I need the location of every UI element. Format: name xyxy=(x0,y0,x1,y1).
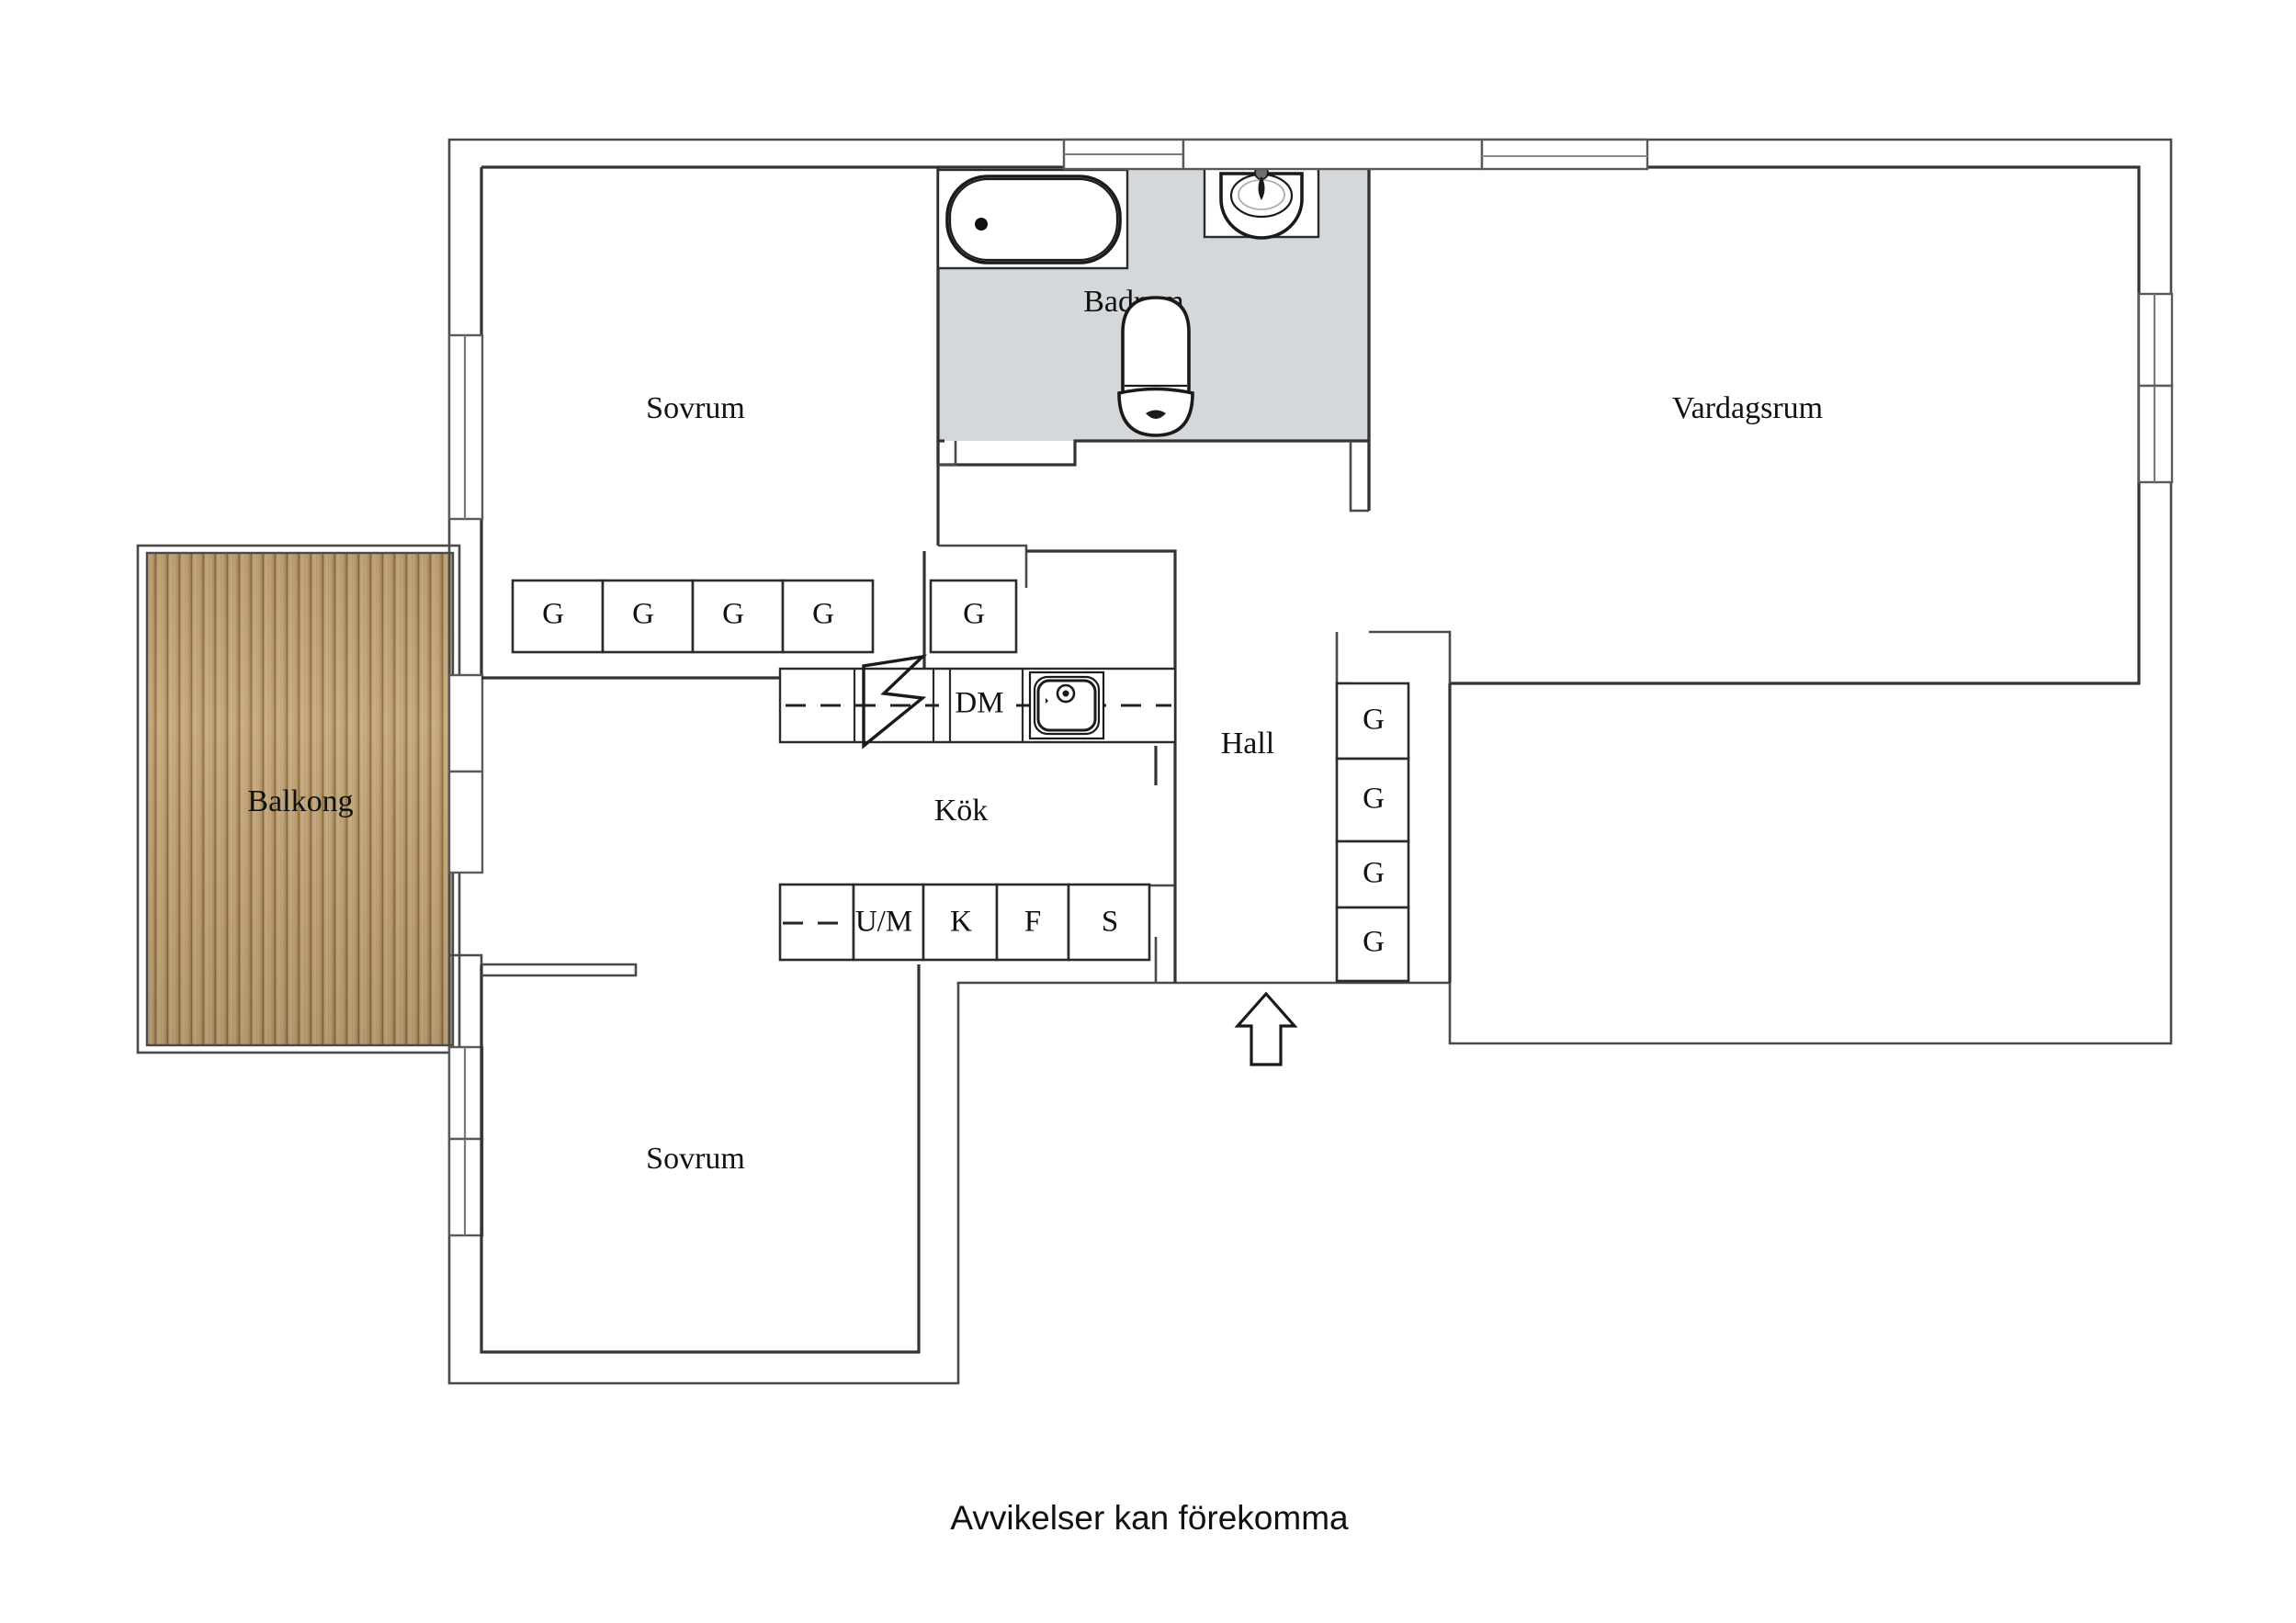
window-top-3 xyxy=(1480,138,1649,171)
window-balcony-door xyxy=(447,673,484,874)
room-label-sovrum-top: Sovrum xyxy=(646,391,745,425)
hall-cabinet-label-g-4: G xyxy=(1363,926,1385,959)
room-badrum: Badrum xyxy=(936,165,1371,513)
room-label-vardagsrum: Vardagsrum xyxy=(1672,391,1823,425)
bathtub-icon xyxy=(936,168,1129,270)
upper-cabinet-run: G G G G xyxy=(511,579,875,654)
window-group-top xyxy=(1062,138,1649,171)
cabinet-label-f: F xyxy=(1024,906,1041,939)
hall-cabinet-label-g-2: G xyxy=(1363,783,1385,816)
room-sovrum-bottom: Sovrum xyxy=(480,963,921,1354)
room-label-sovrum-bottom: Sovrum xyxy=(646,1142,745,1176)
stove-symbol-icon xyxy=(862,654,928,750)
upper-cabinet-single: G xyxy=(929,579,1018,654)
room-label-kok: Kök xyxy=(934,794,989,828)
room-label-balkong: Balkong xyxy=(247,784,353,818)
hall-cabinet-label-g-3: G xyxy=(1363,857,1385,890)
window-group-right xyxy=(2137,292,2174,484)
cabinet-label-k: K xyxy=(950,906,972,939)
cabinet-label-g-1: G xyxy=(542,598,564,631)
window-group-upper-left xyxy=(447,333,484,1237)
cabinet-label-g-3: G xyxy=(722,598,744,631)
window-top-1 xyxy=(1062,138,1185,171)
kitchen-sink-icon xyxy=(1028,671,1105,740)
appliance-label-dm: DM xyxy=(955,687,1003,720)
window-top-2 xyxy=(1182,138,1484,171)
cabinet-label-g-2: G xyxy=(632,598,654,631)
lower-cabinet-run: U/M K F S xyxy=(778,883,1151,962)
window-upper-left-3 xyxy=(447,1137,484,1237)
toilet-icon xyxy=(1117,296,1194,437)
washbasin-icon xyxy=(1203,165,1320,240)
window-upper-left-2 xyxy=(447,1045,484,1141)
cabinet-label-um: U/M xyxy=(855,906,912,939)
window-upper-left-1 xyxy=(447,333,484,521)
room-label-hall: Hall xyxy=(1221,727,1275,761)
balcony: Balkong xyxy=(136,544,461,1054)
room-kok: G G G G G xyxy=(481,544,1177,962)
window-right-2 xyxy=(2137,384,2174,484)
cabinet-label-g-4: G xyxy=(812,598,834,631)
entrance-arrow-icon xyxy=(1234,991,1298,1066)
room-hall: Hall G G G G xyxy=(1154,632,1452,1066)
cabinet-label-s: S xyxy=(1102,906,1118,939)
window-right-1 xyxy=(2137,292,2174,388)
footnote-text: Avvikelser kan förekomma xyxy=(950,1499,1349,1537)
wall-notch-left xyxy=(449,953,483,964)
hall-cabinet-label-g-1: G xyxy=(1363,704,1385,737)
hall-cabinet-column: G G G G xyxy=(1335,632,1410,983)
cabinet-label-g-5: G xyxy=(963,598,985,631)
counter-run: DM xyxy=(778,654,1177,750)
